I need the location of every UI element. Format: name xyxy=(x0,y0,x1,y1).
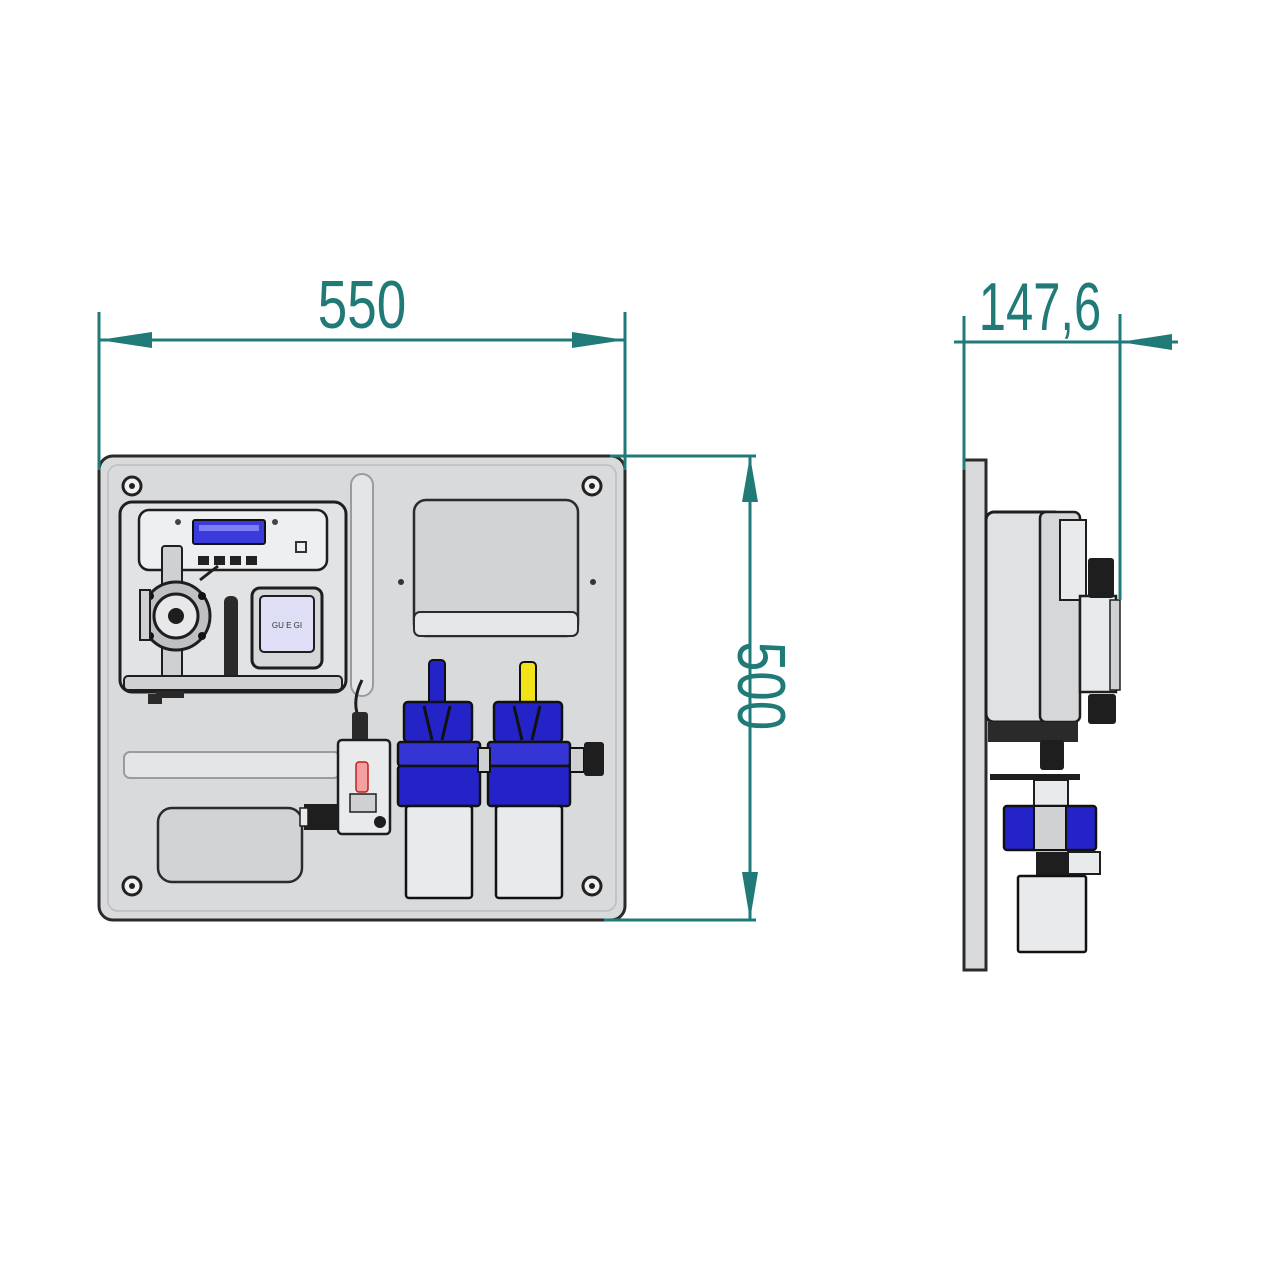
dimension-lines xyxy=(97,312,1178,922)
lcd-display xyxy=(192,519,266,545)
side-panel xyxy=(962,458,988,972)
controller-button[interactable] xyxy=(198,556,209,565)
side-view xyxy=(962,458,1121,972)
screw-icon xyxy=(581,875,603,897)
horizontal-groove xyxy=(123,751,341,779)
cable-groove xyxy=(350,473,374,697)
controller-button[interactable] xyxy=(230,556,241,565)
screw-icon xyxy=(581,475,603,497)
bottom-left-recess xyxy=(156,806,304,884)
instrument-window: GU E GI xyxy=(250,586,324,670)
screw-icon xyxy=(121,475,143,497)
dimension-depth-label: 147,6 xyxy=(979,268,1101,345)
probe-holder-yellow xyxy=(486,661,604,900)
front-view: GU E GI xyxy=(97,454,627,922)
side-probe-holder xyxy=(1002,779,1101,954)
controller-button[interactable] xyxy=(214,556,225,565)
instrument-label: GU E GI xyxy=(272,621,302,630)
side-controller xyxy=(984,510,1121,724)
controller-button[interactable] xyxy=(246,556,257,565)
dimension-height-label: 500 xyxy=(724,642,800,730)
dimension-width-label: 550 xyxy=(318,267,406,343)
flow-sensor xyxy=(299,712,392,836)
pump-head xyxy=(139,545,219,704)
screw-icon xyxy=(121,875,143,897)
probe-holder-blue xyxy=(396,659,482,900)
top-right-recess xyxy=(398,498,596,638)
dosing-controller: GU E GI xyxy=(118,500,348,704)
